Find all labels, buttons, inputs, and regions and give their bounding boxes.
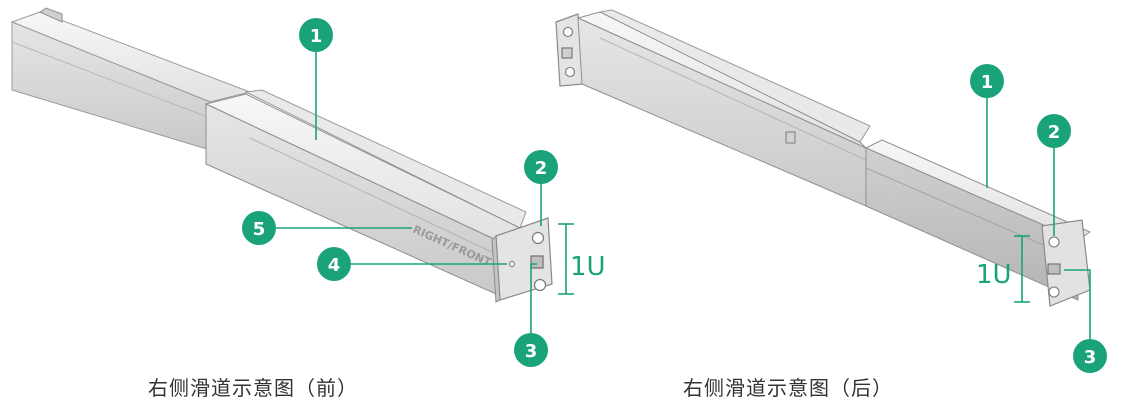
svg-text:2: 2 xyxy=(1048,122,1061,143)
rear-mounting-ear xyxy=(555,13,585,87)
front-ear-upper-hole xyxy=(531,231,545,245)
rear-bracket xyxy=(1041,219,1091,307)
rear-1u-dimension xyxy=(1014,235,1030,303)
front-1u-dimension xyxy=(558,223,574,295)
svg-text:2: 2 xyxy=(535,158,548,179)
front-callout-2: 2 xyxy=(524,150,558,184)
svg-text:3: 3 xyxy=(525,341,538,362)
front-callout-3: 3 xyxy=(514,333,548,367)
front-ear-latch xyxy=(530,255,544,269)
svg-text:1: 1 xyxy=(981,72,994,93)
front-1u-label: 1U xyxy=(570,252,606,282)
svg-text:4: 4 xyxy=(328,255,341,276)
rear-callout-2: 2 xyxy=(1037,114,1071,148)
front-rail-illustration: RIGHT/FRONT xyxy=(10,7,553,303)
front-screw-hole xyxy=(509,261,515,267)
front-mounting-ear xyxy=(491,217,553,303)
rear-bracket-latch xyxy=(1047,263,1061,275)
rear-rail-illustration xyxy=(555,9,1092,307)
front-callout-1: 1 xyxy=(299,18,333,52)
front-ear-lower-hole xyxy=(533,278,547,292)
rear-1u-label: 1U xyxy=(976,260,1012,290)
rear-rail-slot xyxy=(785,131,796,144)
front-leader-lines xyxy=(276,52,542,333)
rear-rail-outer-section xyxy=(576,9,871,207)
front-callout-4: 4 xyxy=(317,247,351,281)
rear-bracket-lower-hole xyxy=(1048,286,1060,298)
rear-rail-inner-section xyxy=(864,139,1092,301)
front-rail-inner-section xyxy=(10,7,252,151)
svg-text:3: 3 xyxy=(1084,347,1097,368)
front-caption: 右侧滑道示意图（前） xyxy=(148,376,358,400)
rear-bracket-upper-hole xyxy=(1048,236,1060,248)
rear-caption: 右侧滑道示意图（后） xyxy=(683,376,893,400)
svg-text:5: 5 xyxy=(253,219,266,240)
rear-callout-3: 3 xyxy=(1073,339,1107,373)
front-callout-5: 5 xyxy=(242,211,276,245)
svg-text:1: 1 xyxy=(310,26,323,47)
rear-leader-lines xyxy=(986,98,1091,340)
rear-callout-1: 1 xyxy=(970,64,1004,98)
